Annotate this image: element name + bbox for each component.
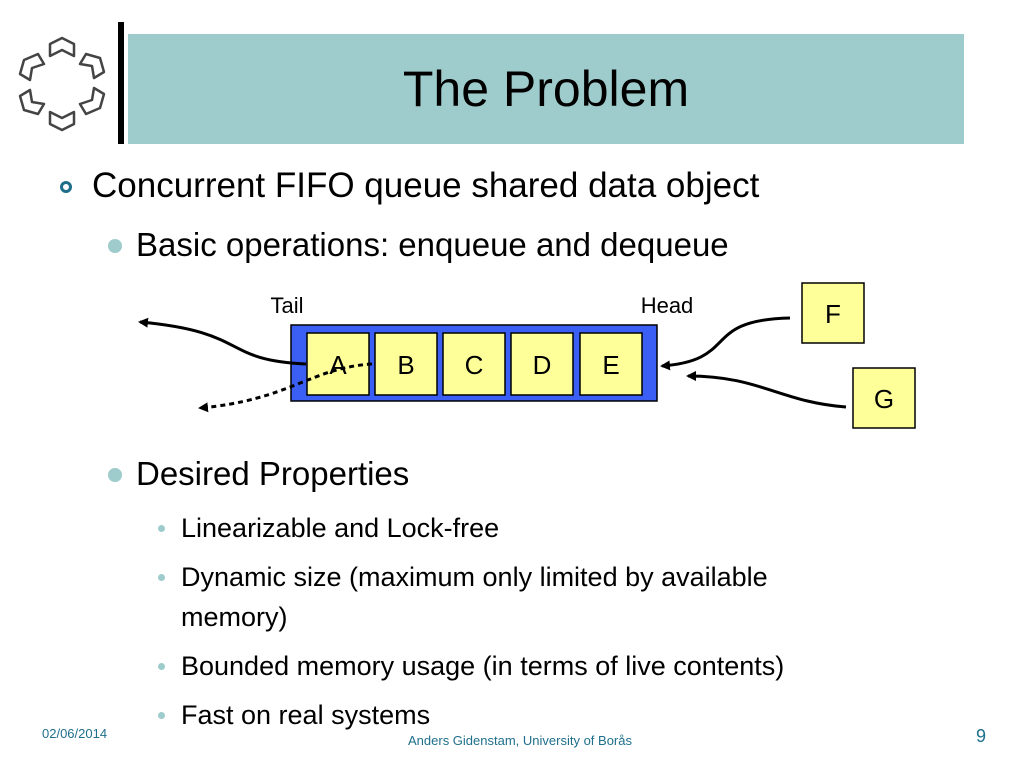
slide-title: The Problem	[402, 61, 690, 117]
bullet-small-dot-icon	[158, 712, 165, 719]
property-item-continuation: memory)	[181, 602, 288, 632]
queue-cell-label: E	[602, 350, 619, 380]
incoming-label-f: F	[825, 299, 841, 329]
property-item: Bounded memory usage (in terms of live c…	[181, 651, 785, 681]
property-item: Linearizable and Lock-free	[181, 513, 500, 543]
enqueue-arrow-g	[686, 371, 847, 409]
queue-cell-box	[579, 332, 643, 396]
title-band: The Problem	[128, 34, 964, 144]
page-number: 9	[976, 726, 987, 746]
queue-cell-box	[374, 332, 438, 396]
dequeue-dashed-arrow	[198, 362, 373, 413]
queue-container	[290, 324, 658, 402]
queue-cell-label: C	[465, 350, 484, 380]
bullet-small-dot-icon	[158, 525, 165, 532]
bullet-ring-icon	[60, 181, 72, 193]
queue-cell-label: B	[397, 350, 414, 380]
bullet-small-dot-icon	[158, 663, 165, 670]
queue-cell-label: D	[533, 350, 552, 380]
bullet-basic-operations: Basic operations: enqueue and dequeue	[136, 226, 729, 263]
incoming-box-f	[801, 282, 865, 344]
title-divider	[118, 22, 124, 144]
bullet-main: Concurrent FIFO queue shared data object	[92, 166, 760, 205]
enqueue-arrow-f	[660, 316, 791, 371]
incoming-label-g: G	[874, 384, 894, 414]
bullet-small-dot-icon	[158, 574, 165, 581]
bullet-dot-icon	[108, 239, 122, 253]
incoming-box-g	[852, 367, 916, 429]
dequeue-arrow	[138, 317, 307, 366]
bullet-dot-icon	[108, 468, 122, 482]
bullet-desired-properties: Desired Properties	[136, 455, 410, 492]
queue-cell-box	[306, 332, 370, 396]
queue-cell-box	[442, 332, 506, 396]
property-item: Fast on real systems	[181, 700, 431, 730]
queue-cell-label: A	[329, 350, 347, 380]
queue-cell-box	[510, 332, 574, 396]
property-item: Dynamic size (maximum only limited by av…	[181, 562, 768, 592]
university-logo-icon	[18, 36, 106, 132]
head-label: Head	[641, 293, 694, 318]
tail-label: Tail	[270, 293, 303, 318]
footer-date: 02/06/2014	[42, 726, 108, 741]
footer-author: Anders Gidenstam, University of Borås	[408, 733, 632, 748]
